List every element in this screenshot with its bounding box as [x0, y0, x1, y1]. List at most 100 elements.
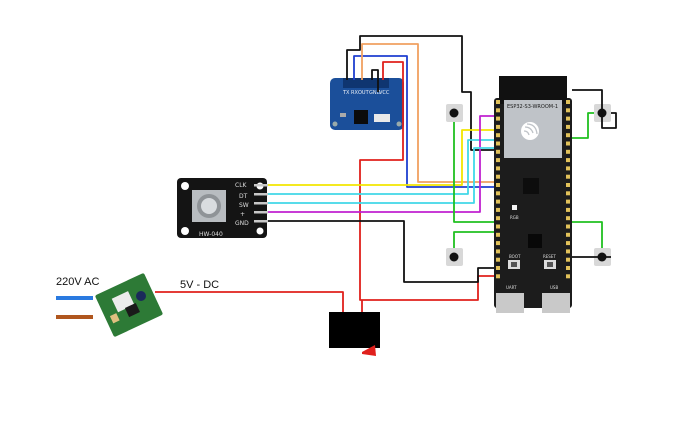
header-pin	[566, 224, 570, 229]
boot-button[interactable]	[508, 260, 520, 269]
header-pin	[496, 224, 500, 229]
encoder-pin-label: GND	[235, 220, 249, 227]
header-pin	[566, 158, 570, 163]
encoder-pin-label: CLK	[235, 182, 248, 189]
encoder-dt-wire	[268, 139, 494, 195]
boot-button-label: BOOT	[509, 254, 521, 259]
header-pin	[496, 124, 500, 129]
encoder-clk-wire	[268, 129, 494, 186]
usb-port[interactable]	[542, 293, 570, 313]
header-pin	[496, 207, 500, 212]
rocker-switch[interactable]	[329, 312, 380, 356]
header-pin	[496, 274, 500, 279]
header-pin	[566, 241, 570, 246]
rotary-encoder-module: CLK DT SW + GND HW-040	[177, 178, 268, 238]
push-button[interactable]	[446, 104, 463, 122]
header-pin	[566, 207, 570, 212]
power-supply-module	[95, 273, 163, 337]
header-pin	[496, 241, 500, 246]
rgb-led-label: RGB	[510, 215, 519, 220]
radar-pin-label: OUT	[358, 90, 370, 96]
header-pin	[496, 133, 500, 138]
radar-rx-wire	[353, 55, 494, 188]
encoder-knob[interactable]	[201, 198, 217, 214]
dc-output-label: 5V - DC	[180, 279, 220, 291]
button-wire	[453, 122, 494, 223]
button-wire	[453, 231, 494, 248]
header-pin	[496, 149, 500, 154]
header-pin	[496, 174, 500, 179]
reset-button-label: RESET	[543, 254, 556, 259]
encoder-plus-wire	[268, 147, 494, 204]
radar-chip	[354, 110, 368, 124]
header-pin	[496, 249, 500, 254]
header-pin	[496, 232, 500, 237]
header-pin	[566, 100, 570, 104]
header-pin	[496, 199, 500, 204]
radar-gnd-wire	[371, 69, 379, 92]
radar-pin-label: RX	[351, 90, 358, 96]
header-pin	[496, 257, 500, 262]
left-header-pins	[496, 100, 500, 279]
wifi-module-label: ESP32-S3-WROOM-1	[507, 104, 558, 110]
header-pin	[566, 116, 570, 121]
header-pin	[496, 116, 500, 121]
header-pin	[566, 108, 570, 113]
header-pin	[496, 166, 500, 171]
header-pin	[566, 191, 570, 196]
button-wire	[572, 112, 594, 139]
uart-port[interactable]	[496, 293, 524, 313]
header-pin	[566, 149, 570, 154]
header-pin	[496, 266, 500, 270]
ac-input-label: 220V AC	[56, 276, 100, 288]
radar-sensor-module: TX RX OUT GND VCC	[330, 78, 404, 130]
mount-hole	[181, 227, 189, 235]
header-pin	[566, 141, 570, 146]
header-pin	[566, 199, 570, 204]
dc-power-wire	[155, 291, 344, 312]
header-pin	[496, 141, 500, 146]
header-pin	[566, 174, 570, 179]
header-pin	[496, 108, 500, 113]
encoder-gnd-wire	[268, 220, 494, 283]
header-pin	[566, 274, 570, 279]
esp32-board: ESP32-S3-WROOM-1 RGB BOOT RESET UART USB	[494, 76, 572, 313]
usb-port-chip	[528, 234, 542, 248]
header-pin	[566, 216, 570, 221]
header-pin	[566, 266, 570, 270]
right-header-pins	[566, 100, 570, 279]
header-pin	[566, 183, 570, 187]
reset-button[interactable]	[544, 260, 556, 269]
mount-hole	[181, 182, 189, 190]
uart-port-label: UART	[506, 285, 517, 290]
header-pin	[566, 124, 570, 129]
espressif-logo-icon	[521, 122, 539, 140]
encoder-pin-label: SW	[239, 202, 249, 209]
radar-out-wire	[361, 43, 494, 183]
header-pin	[566, 257, 570, 262]
rgb-led	[512, 205, 517, 210]
mount-hole	[256, 227, 264, 235]
push-button[interactable]	[446, 248, 463, 266]
header-pin	[566, 249, 570, 254]
header-pin	[496, 191, 500, 196]
header-pin	[496, 183, 500, 187]
header-pin	[566, 166, 570, 171]
header-pin	[496, 100, 500, 104]
header-pin	[496, 216, 500, 221]
header-pin	[566, 133, 570, 138]
button-wire	[572, 221, 603, 248]
encoder-sw-wire	[268, 115, 494, 213]
usb-uart-chip	[523, 178, 539, 194]
button-wire	[572, 89, 617, 129]
usb-port-label: USB	[550, 285, 558, 290]
encoder-pin-label: +	[240, 211, 245, 218]
radar-pin-label: VCC	[379, 90, 390, 96]
radar-vcc-wire	[359, 61, 494, 301]
radar-pin-label: GND	[369, 90, 381, 96]
header-pin	[566, 232, 570, 237]
radar-pin-label: TX	[342, 90, 350, 96]
encoder-model-label: HW-040	[199, 231, 223, 238]
header-pin	[496, 158, 500, 163]
